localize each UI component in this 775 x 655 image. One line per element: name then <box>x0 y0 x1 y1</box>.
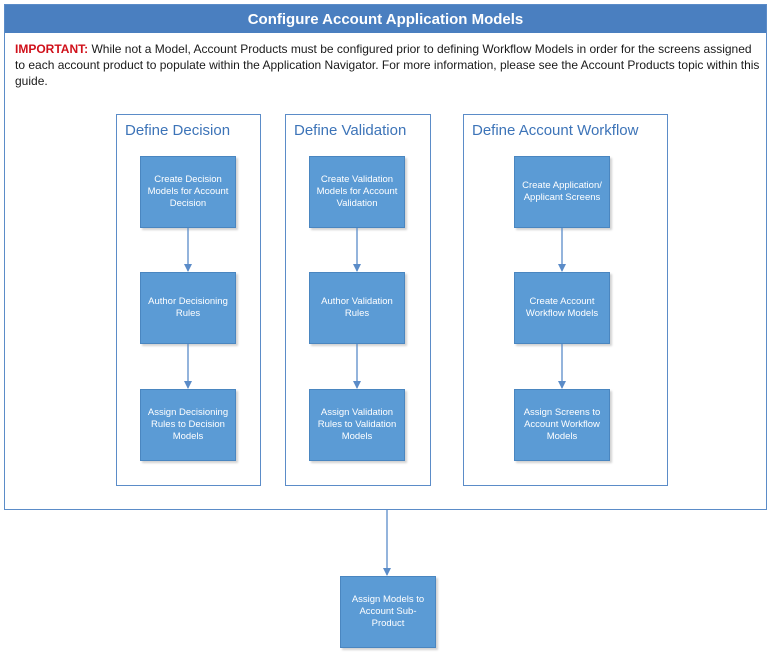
important-text: While not a Model, Account Products must… <box>15 42 760 88</box>
step-create-validation-models: Create Validation Models for Account Val… <box>309 156 405 228</box>
step-assign-models-to-sub-product: Assign Models to Account Sub-Product <box>340 576 436 648</box>
lane-title: Define Validation <box>294 122 407 139</box>
lane-title: Define Account Workflow <box>472 122 639 139</box>
step-assign-screens: Assign Screens to Account Workflow Model… <box>514 389 610 461</box>
lane-title: Define Decision <box>125 122 231 139</box>
important-label: IMPORTANT: <box>15 42 89 56</box>
step-author-decisioning-rules: Author Decisioning Rules <box>140 272 236 344</box>
diagram-title: Configure Account Application Models <box>5 5 766 33</box>
step-create-workflow-models: Create Account Workflow Models <box>514 272 610 344</box>
step-assign-validation-rules: Assign Validation Rules to Validation Mo… <box>309 389 405 461</box>
step-assign-decisioning-rules: Assign Decisioning Rules to Decision Mod… <box>140 389 236 461</box>
step-create-application-screens: Create Application/ Applicant Screens <box>514 156 610 228</box>
step-author-validation-rules: Author Validation Rules <box>309 272 405 344</box>
step-create-decision-models: Create Decision Models for Account Decis… <box>140 156 236 228</box>
important-note: IMPORTANT: While not a Model, Account Pr… <box>15 41 760 89</box>
